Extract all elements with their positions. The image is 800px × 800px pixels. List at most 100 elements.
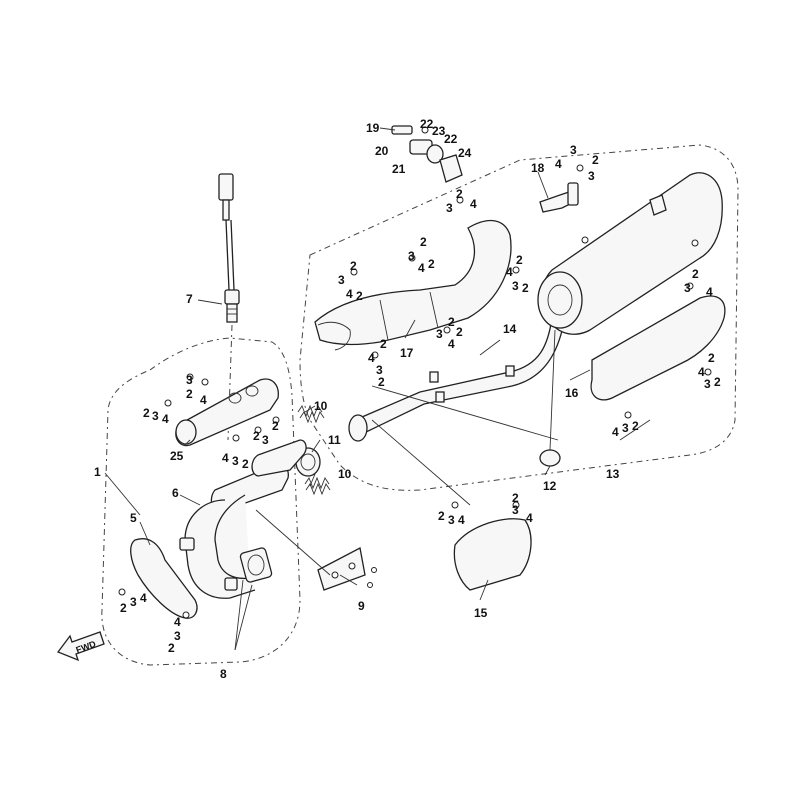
callout-21: 21 xyxy=(392,162,406,176)
hw-label: 4 xyxy=(448,337,455,351)
hw-label: 2 xyxy=(512,491,519,505)
leader-lines xyxy=(104,127,651,651)
hw-label: 2 xyxy=(438,509,445,523)
hw-label: 2 xyxy=(350,259,357,273)
hw-label: 2 xyxy=(708,351,715,365)
hw-label: 3 xyxy=(262,433,269,447)
callout-16: 16 xyxy=(565,386,579,400)
hw-label: 4 xyxy=(555,157,562,171)
callout-24: 24 xyxy=(458,146,472,160)
hw-label: 3 xyxy=(588,169,595,183)
hw-label: 2 xyxy=(378,375,385,389)
callout-10-upper: 10 xyxy=(314,399,328,413)
callout-22-lower: 22 xyxy=(444,132,458,146)
callout-22-upper: 22 xyxy=(420,117,434,131)
callout-14: 14 xyxy=(503,322,517,336)
callout-9: 9 xyxy=(358,599,365,613)
hw-label: 3 xyxy=(446,201,453,215)
hw-label: 2 xyxy=(456,187,463,201)
hw-label: 2 xyxy=(632,419,639,433)
callout-6: 6 xyxy=(172,486,179,500)
hw-label: 3 xyxy=(570,143,577,157)
hw-label: 4 xyxy=(612,425,619,439)
spark-arrestor xyxy=(539,182,579,213)
muffler-body xyxy=(537,172,723,335)
hw-label: 2 xyxy=(592,153,599,167)
callout-7: 7 xyxy=(186,292,193,306)
callout-10-lower: 10 xyxy=(338,467,352,481)
hw-label: 3 xyxy=(684,281,691,295)
header-group-outline xyxy=(101,337,301,666)
hw-label: 2 xyxy=(516,253,523,267)
hardware-fasteners xyxy=(118,164,712,619)
hw-label: 4 xyxy=(174,615,181,629)
header-heat-shield-upper xyxy=(175,378,279,447)
muffler-hanger-bracket xyxy=(391,125,463,183)
hw-label: 3 xyxy=(174,629,181,643)
hw-label: 3 xyxy=(152,409,159,423)
callout-13: 13 xyxy=(606,467,620,481)
hw-label: 4 xyxy=(222,451,229,465)
hw-label: 2 xyxy=(522,281,529,295)
callout-20: 20 xyxy=(375,144,389,158)
hw-label: 2 xyxy=(120,601,127,615)
exhaust-springs xyxy=(297,404,331,496)
callout-23: 23 xyxy=(432,124,446,138)
hw-label: 3 xyxy=(622,421,629,435)
hw-label: 3 xyxy=(130,595,137,609)
hw-label: 4 xyxy=(458,513,465,527)
callout-17: 17 xyxy=(400,346,414,360)
hw-label: 4 xyxy=(162,412,169,426)
hw-label: 2 xyxy=(143,406,150,420)
hw-label: 2 xyxy=(420,235,427,249)
hw-label: 3 xyxy=(436,327,443,341)
hw-label: 3 xyxy=(704,377,711,391)
part-callouts: 1 5 6 7 8 9 10 10 11 12 13 14 15 16 17 1… xyxy=(94,117,620,681)
hw-label: 4 xyxy=(706,285,713,299)
muffler-group-outline xyxy=(299,144,739,491)
hw-label: 4 xyxy=(200,393,207,407)
callout-19: 19 xyxy=(366,121,380,135)
hw-label: 3 xyxy=(338,273,345,287)
hw-label: 3 xyxy=(408,249,415,263)
hw-label: 2 xyxy=(272,419,279,433)
callout-8: 8 xyxy=(220,667,227,681)
callout-12: 12 xyxy=(543,479,557,493)
callout-25: 25 xyxy=(170,449,184,463)
tailpipe-cap xyxy=(539,329,561,467)
hw-label: 3 xyxy=(186,373,193,387)
hw-label: 2 xyxy=(242,457,249,471)
hw-label: 2 xyxy=(428,257,435,271)
hw-label: 4 xyxy=(506,265,513,279)
hardware-callouts: 3 2 4 2 3 4 2 3 2 4 3 2 2 3 4 4 3 2 2 3 … xyxy=(120,143,721,655)
hw-label: 4 xyxy=(418,261,425,275)
hw-label: 2 xyxy=(380,337,387,351)
hw-label: 4 xyxy=(140,591,147,605)
hw-label: 4 xyxy=(346,287,353,301)
hw-label: 2 xyxy=(168,641,175,655)
hw-label: 2 xyxy=(456,325,463,339)
hw-label: 3 xyxy=(448,513,455,527)
hw-label: 2 xyxy=(714,375,721,389)
mid-pipe-heat-shield xyxy=(314,219,512,351)
hw-label: 2 xyxy=(448,315,455,329)
hw-label: 3 xyxy=(376,363,383,377)
forward-direction-arrow: FWD xyxy=(56,631,105,662)
hw-label: 4 xyxy=(526,511,533,525)
callout-18: 18 xyxy=(531,161,545,175)
hw-label: 2 xyxy=(253,429,260,443)
mount-bracket xyxy=(255,509,366,591)
callout-5: 5 xyxy=(130,511,137,525)
callout-11: 11 xyxy=(328,433,341,447)
callout-1: 1 xyxy=(94,465,101,479)
callout-15: 15 xyxy=(474,606,488,620)
hw-label: 4 xyxy=(470,197,477,211)
muffler-heat-shield xyxy=(590,295,726,401)
hw-label: 2 xyxy=(356,289,363,303)
hw-label: 2 xyxy=(692,267,699,281)
hw-label: 3 xyxy=(512,279,519,293)
hw-label: 2 xyxy=(186,387,193,401)
header-flange xyxy=(251,439,307,477)
